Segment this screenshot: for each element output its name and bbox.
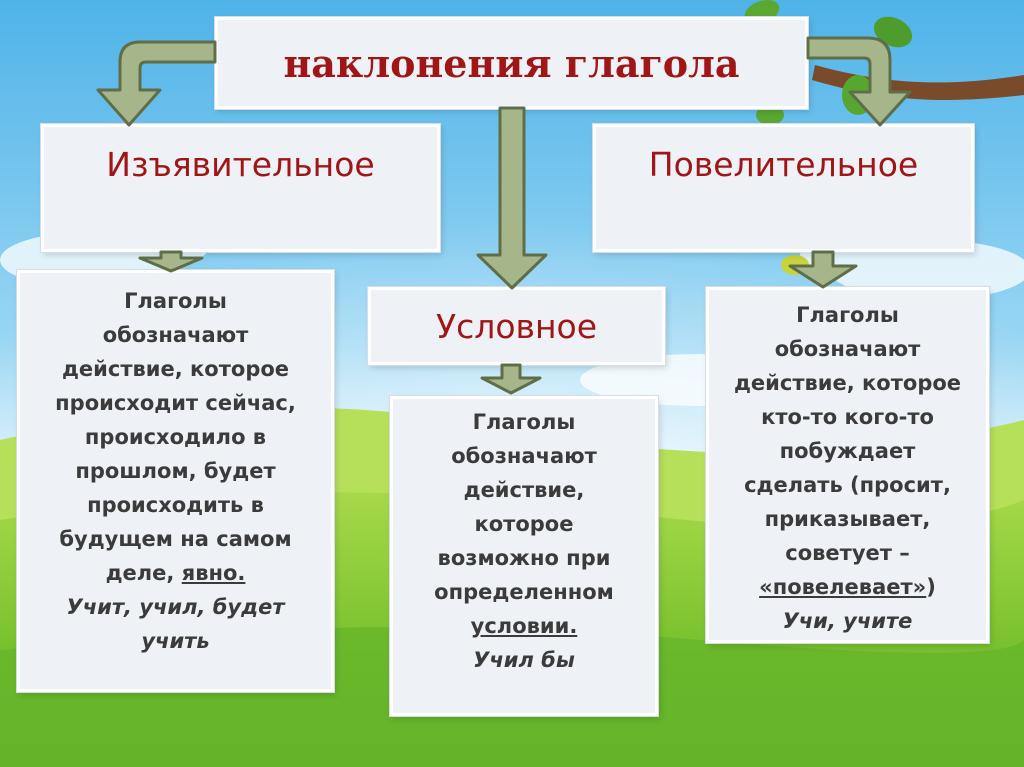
description-box-indicative: Глаголы обозначают действие, которое про… [17,270,334,692]
mood-box-imperative: Повелительное [593,124,974,252]
keyword-underlined: «повелевает» [759,575,927,599]
description-line: происходить в [87,493,264,517]
diagram-title: наклонения глагола [283,40,740,86]
keyword-suffix: ) [926,575,936,599]
title-box: наклонения глагола [215,17,808,109]
example-line: Учит, учил, будет [66,595,285,619]
description-end: деле, [105,561,175,585]
description-line: обозначают [774,337,921,361]
description-line: действие, которое [733,371,962,395]
example-line: Учи, учите [782,609,913,633]
mood-label-imperative: Повелительное [648,145,919,184]
example-line: учить [141,629,210,653]
description-line: обозначают [102,323,249,347]
description-line: прошлом, будет [75,459,276,483]
keyword-underlined: явно. [181,561,246,585]
description-line: действие, которое [61,357,290,381]
mood-box-indicative: Изъявительное [41,124,440,252]
description-line: обозначают [451,444,597,468]
description-line-final: деле, явно. [20,556,331,590]
description-line: которое [474,512,574,536]
description-line: действие, [463,478,585,502]
example-line: Учил бы [473,648,575,672]
description-line: приказывает, [764,507,931,531]
description-line: Глаголы [124,289,227,313]
mood-label-indicative: Изъявительное [106,145,375,184]
description-box-conditional: Глаголы обозначают действие, которое воз… [390,396,658,716]
description-line-final: «повелевает») [709,570,986,604]
description-line: советует – [785,541,910,565]
description-line: Глаголы [472,410,576,434]
description-box-imperative: Глаголы обозначают действие, которое кто… [706,287,989,643]
description-line-final: условии. [393,609,655,643]
description-line: происходило в [84,425,267,449]
mood-label-conditional: Условное [435,306,598,346]
description-line: возможно при [437,546,611,570]
description-line: сделать (просит, [744,473,951,497]
description-line: побуждает [779,439,916,463]
keyword-underlined: условии. [470,614,578,638]
description-line: будущем на самом [59,527,292,551]
description-line: кто-то кого-то [761,405,934,429]
description-line: Глаголы [796,303,899,327]
description-line: происходит сейчас, [55,391,296,415]
description-line: определенном [434,580,614,604]
mood-box-conditional: Условное [368,287,665,365]
